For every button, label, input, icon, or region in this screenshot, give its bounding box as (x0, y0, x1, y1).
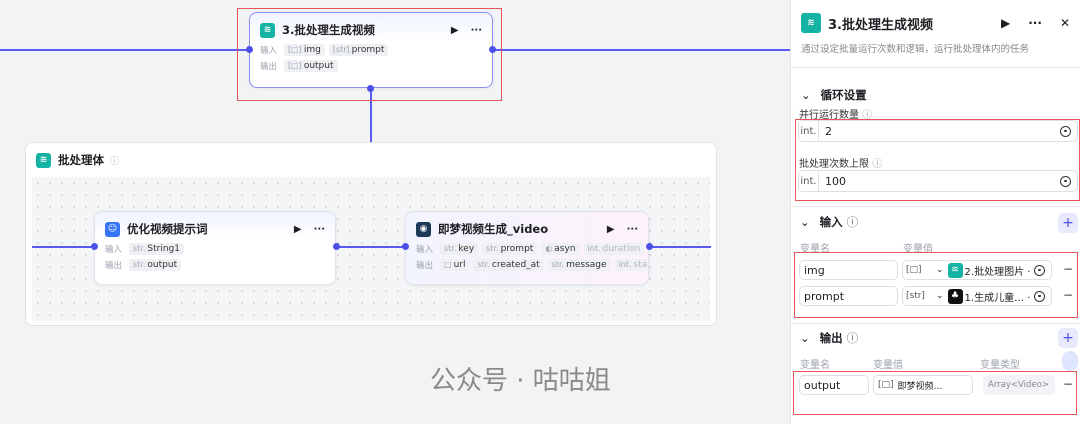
output-tag: int.sta (614, 259, 648, 271)
properties-panel: ≋3.批处理生成视频 ▶···✕ 通过设定批量运行次数和逻辑，运行批处理体内的任… (790, 0, 1080, 424)
llm-node[interactable]: ☺优化视频提示词 ▶··· 输入 str.String1 输出 str.outp… (94, 211, 336, 285)
more-icon[interactable]: ··· (1028, 16, 1042, 30)
variable-ref-icon[interactable] (1034, 264, 1045, 276)
port[interactable] (246, 46, 253, 53)
port[interactable] (91, 243, 98, 250)
info-icon[interactable]: ⓘ (846, 215, 859, 229)
input-value-selector[interactable]: [str]⌄♣1.生成儿童… · (902, 286, 1052, 306)
info-icon[interactable]: ⓘ (110, 156, 120, 167)
info-icon[interactable]: ⓘ (862, 110, 873, 121)
input-tag: int.duration (583, 243, 645, 255)
highlight-box (795, 119, 1080, 201)
input-tag: [str]prompt (328, 44, 389, 56)
highlight-box (794, 252, 1078, 318)
remove-output-button[interactable]: − (1063, 377, 1074, 391)
layers-icon: ≋ (36, 152, 51, 168)
edge (649, 246, 711, 248)
video-plugin-icon: ◉ (416, 221, 431, 237)
port[interactable] (367, 85, 374, 92)
info-icon[interactable]: ⓘ (872, 159, 883, 170)
highlight-box (793, 371, 1077, 415)
port[interactable] (402, 243, 409, 250)
output-name-field[interactable]: output (799, 375, 869, 395)
plugin-float-icon[interactable] (1062, 351, 1078, 371)
highlight-box (237, 8, 502, 101)
close-icon[interactable]: ✕ (1059, 16, 1070, 30)
chevron-down-icon[interactable]: ⌄ (800, 331, 810, 345)
parallel-count-input[interactable]: int.2 (798, 120, 1078, 142)
remove-input-button[interactable]: − (1063, 288, 1074, 302)
variable-ref-icon[interactable] (1060, 125, 1071, 137)
input-name-field[interactable]: prompt (799, 286, 898, 306)
edge-in (0, 49, 249, 51)
layers-icon: ≋ (947, 262, 963, 278)
input-tag: str.key (440, 243, 479, 255)
layers-icon: ≋ (260, 22, 275, 38)
variable-ref-icon[interactable] (1060, 175, 1071, 187)
batch-limit-input[interactable]: int.100 (798, 170, 1078, 192)
output-tag: str.created_at (473, 259, 544, 271)
edge-out (493, 49, 790, 51)
input-tag: str.String1 (129, 243, 184, 255)
output-value-selector[interactable]: [□]即梦视频… (873, 375, 973, 395)
port[interactable] (646, 243, 653, 250)
remove-input-button[interactable]: − (1063, 262, 1074, 276)
run-icon[interactable]: ▶ (450, 24, 459, 36)
more-icon[interactable]: ··· (626, 223, 638, 235)
run-icon[interactable]: ▶ (293, 223, 302, 235)
layers-icon: ≋ (801, 13, 821, 33)
input-tag: str.prompt (482, 243, 538, 255)
llm-icon: ♣ (947, 288, 963, 304)
input-value-selector[interactable]: [□]⌄≋2.批处理图片 · o· (902, 260, 1052, 280)
watermark: 公众号 · 咕咕姐 (430, 366, 611, 396)
port[interactable] (489, 46, 496, 53)
variable-ref-icon[interactable] (1034, 290, 1045, 302)
edge (336, 246, 405, 248)
input-tag: [□]img (284, 44, 325, 56)
output-tag: [□]output (284, 60, 338, 72)
bot-icon: ☺ (105, 221, 120, 237)
chevron-down-icon[interactable]: ⌄ (800, 215, 810, 229)
video-node[interactable]: ◉即梦视频生成_video ▶··· 输入 str.key str.prompt… (405, 211, 649, 285)
batch-node[interactable]: ≋3.批处理生成视频 ▶··· 输入 [□]img [str]prompt 输出… (249, 12, 493, 88)
run-icon[interactable]: ▶ (1001, 16, 1011, 30)
input-name-field[interactable]: img (799, 260, 898, 280)
edge (32, 246, 94, 248)
info-icon[interactable]: ⓘ (846, 331, 859, 345)
output-tag: □url (440, 259, 470, 271)
output-type-selector[interactable]: Array<Video> (983, 375, 1055, 395)
edge-to-body (370, 88, 372, 142)
add-input-button[interactable]: + (1058, 213, 1078, 233)
output-tag: str.output (129, 259, 182, 271)
output-tag: str.message (547, 259, 611, 271)
more-icon[interactable]: ··· (313, 223, 325, 235)
more-icon[interactable]: ··· (470, 24, 482, 36)
chevron-down-icon[interactable]: ⌄ (801, 88, 811, 102)
port[interactable] (333, 243, 340, 250)
run-icon[interactable]: ▶ (606, 223, 615, 235)
add-output-button[interactable]: + (1058, 328, 1078, 348)
input-tag: ◐asyn (541, 243, 580, 255)
